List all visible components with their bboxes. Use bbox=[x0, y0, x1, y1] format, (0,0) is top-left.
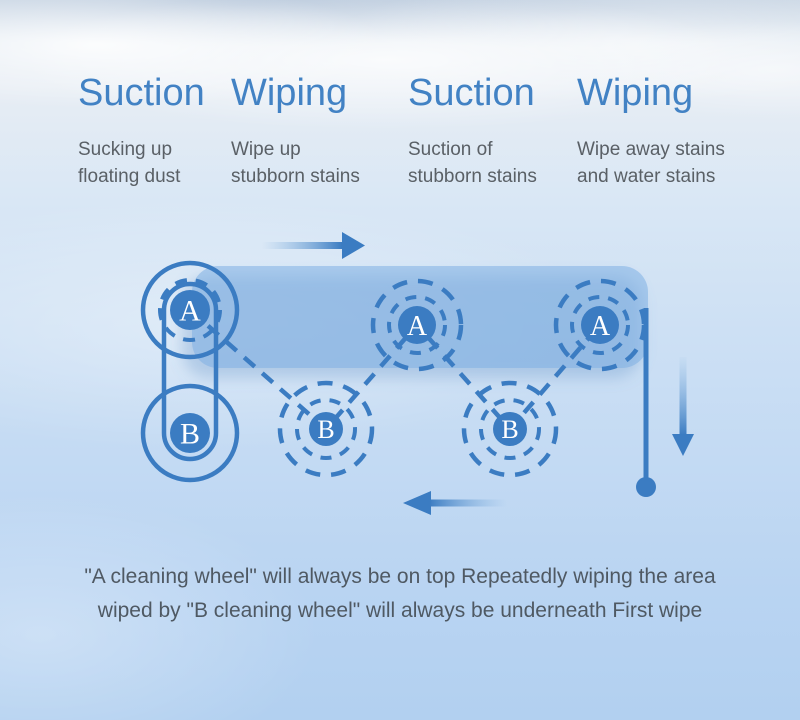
process-step-suction-2: Suction Suction of stubborn stains bbox=[408, 72, 537, 190]
wheel-label: A bbox=[590, 311, 611, 342]
caption-text: "A cleaning wheel" will always be on top… bbox=[84, 565, 716, 622]
process-step-suction-1: Suction Sucking up floating dust bbox=[78, 72, 205, 190]
step-title: Wiping bbox=[231, 72, 348, 114]
arrow-down-icon bbox=[672, 357, 694, 456]
arrow-right-icon bbox=[262, 232, 365, 259]
wheel-b1: B bbox=[140, 383, 240, 483]
step-title: Suction bbox=[78, 72, 205, 114]
process-step-wiping-2: Wiping Wipe away stains and water stains bbox=[577, 72, 725, 190]
wheel-a1: A bbox=[140, 260, 240, 360]
step-subtitle: Wipe up stubborn stains bbox=[231, 138, 360, 187]
wheel-a2: A bbox=[370, 278, 464, 372]
wheel-a3: A bbox=[553, 278, 647, 372]
pendulum-dot-icon bbox=[636, 308, 656, 497]
wheel-label: A bbox=[407, 311, 428, 342]
wheel-label: A bbox=[179, 295, 201, 328]
step-subtitle: Wipe away stains and water stains bbox=[577, 138, 725, 187]
step-subtitle: Suction of stubborn stains bbox=[408, 138, 537, 187]
step-subtitle: Sucking up floating dust bbox=[78, 138, 181, 187]
wheel-label: B bbox=[180, 418, 200, 451]
arrow-left-icon bbox=[403, 491, 507, 515]
wheel-b2: B bbox=[277, 380, 375, 478]
cleaning-wheels-diagram: A B B A B bbox=[140, 232, 694, 515]
wheel-label: B bbox=[501, 415, 518, 444]
belt-capsule bbox=[161, 281, 219, 462]
wheel-label: B bbox=[317, 415, 334, 444]
step-title: Suction bbox=[408, 72, 535, 114]
step-title: Wiping bbox=[577, 72, 694, 114]
process-step-wiping-1: Wiping Wipe up stubborn stains bbox=[231, 72, 360, 190]
wheel-b3: B bbox=[461, 380, 559, 478]
